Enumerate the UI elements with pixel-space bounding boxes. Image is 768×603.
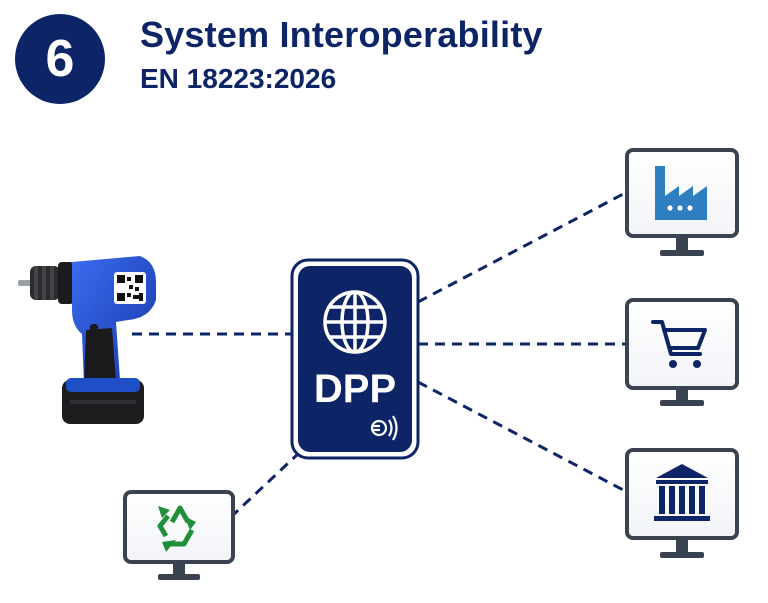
power-drill [18, 256, 156, 424]
connector-dpp-recycling [230, 450, 302, 518]
shopping-cart-icon [651, 320, 707, 356]
recycling-terminal [123, 490, 235, 580]
retail-terminal [625, 298, 739, 406]
manufacturer-terminal [625, 148, 739, 256]
connector-dpp-manufacturer [417, 190, 628, 304]
factory-icon [655, 166, 707, 220]
euro-nfc-icon [370, 415, 398, 441]
page-title: System Interoperability [140, 14, 543, 55]
dpp-hub: DPP [290, 258, 420, 460]
qr-code-icon [117, 275, 143, 301]
connector-lines [132, 190, 628, 518]
authority-terminal [625, 448, 739, 558]
globe-icon [323, 290, 387, 354]
standard-reference: EN 18223:2026 [140, 63, 337, 94]
connector-dpp-authority [417, 380, 628, 494]
dpp-label: DPP [314, 367, 396, 411]
step-number-badge: 6 [15, 14, 105, 104]
government-building-icon [654, 464, 710, 521]
